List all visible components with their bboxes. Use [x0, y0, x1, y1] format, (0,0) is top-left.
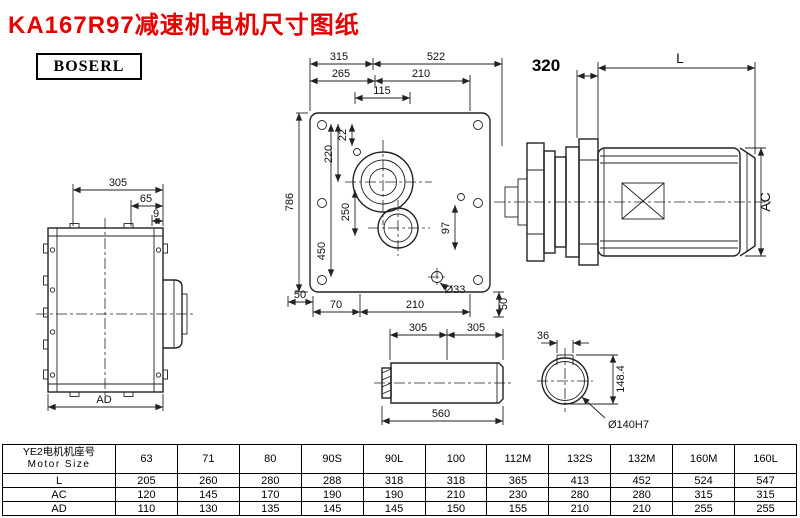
dim-305-a: 305 — [409, 322, 427, 334]
dim-65: 65 — [140, 193, 152, 205]
table-cell: 132S — [548, 444, 612, 474]
table-corner-cn: YE2电机机座号 — [22, 446, 96, 459]
table-cell: 413 — [548, 473, 612, 488]
table-corner-cell: YE2电机机座号 Motor Size — [2, 444, 116, 474]
table-cell: 150 — [424, 501, 488, 516]
row-label: AC — [2, 487, 116, 502]
dim-210-bottom: 210 — [406, 299, 424, 311]
table-cell: 90S — [300, 444, 364, 474]
table-cell: 255 — [734, 501, 797, 516]
motor-size-table: YE2电机机座号 Motor Size 63 71 80 90S 90L 100… — [2, 444, 797, 516]
brand-logo: BOSERL — [36, 53, 142, 80]
table-header-row: YE2电机机座号 Motor Size 63 71 80 90S 90L 100… — [2, 444, 797, 474]
table-cell: 190 — [300, 487, 364, 502]
dim-50-left: 50 — [294, 289, 306, 301]
dim-522: 522 — [427, 51, 445, 63]
row-label: AD — [2, 501, 116, 516]
table-cell: 255 — [672, 501, 736, 516]
table-row-AD: AD 110 130 135 145 145 150 155 210 210 2… — [2, 501, 797, 516]
table-cell: 210 — [610, 501, 674, 516]
dim-50-right: 50 — [498, 298, 510, 310]
dim-AD: AD — [96, 394, 111, 406]
table-cell: 210 — [548, 501, 612, 516]
dim-AC: AC — [757, 192, 773, 211]
dim-9: 9 — [153, 208, 159, 220]
table-row-L: L 205 260 280 288 318 318 365 413 452 52… — [2, 473, 797, 488]
table-cell: 145 — [300, 501, 364, 516]
table-cell: 315 — [672, 487, 736, 502]
dim-220: 220 — [323, 145, 335, 163]
shaft-view: 305 305 560 — [374, 322, 512, 425]
table-cell: 63 — [115, 444, 178, 474]
table-cell: 130 — [176, 501, 240, 516]
dim-305-b: 305 — [467, 322, 485, 334]
table-cell: 280 — [548, 487, 612, 502]
table-cell: 170 — [238, 487, 302, 502]
dim-450: 450 — [316, 242, 328, 260]
table-cell: 315 — [734, 487, 797, 502]
table-cell: 280 — [610, 487, 674, 502]
table-cell: 132M — [610, 444, 674, 474]
page-title: KA167R97减速机电机尺寸图纸 — [8, 12, 360, 39]
table-corner-en: Motor Size — [27, 459, 91, 471]
dim-320: 320 — [532, 56, 560, 75]
gearbox-front-view: 315 522 265 210 115 786 22 220 250 — [284, 51, 510, 318]
dim-315: 315 — [330, 51, 348, 63]
dim-210-top: 210 — [412, 68, 430, 80]
dim-148-4: 148.4 — [615, 365, 627, 393]
table-cell: 120 — [115, 487, 178, 502]
table-cell: 155 — [486, 501, 550, 516]
table-cell: 288 — [300, 473, 364, 488]
dim-115: 115 — [373, 85, 391, 97]
dim-786: 786 — [284, 193, 296, 211]
table-cell: 205 — [115, 473, 178, 488]
table-cell: 280 — [238, 473, 302, 488]
table-cell: 80 — [238, 444, 302, 474]
motor-assembly-view: L 320 AC — [494, 50, 773, 266]
table-cell: 318 — [424, 473, 488, 488]
table-cell: 100 — [424, 444, 488, 474]
dim-305-side: 305 — [109, 177, 127, 189]
technical-drawing: 305 65 9 AD — [36, 50, 773, 431]
table-cell: 524 — [672, 473, 736, 488]
table-cell: 71 — [176, 444, 240, 474]
table-cell: 190 — [362, 487, 426, 502]
table-cell: 210 — [424, 487, 488, 502]
dim-d33: Ø33 — [445, 284, 466, 296]
table-cell: 365 — [486, 473, 550, 488]
table-cell: 135 — [238, 501, 302, 516]
dim-d140H7: Ø140H7 — [608, 419, 649, 431]
table-cell: 318 — [362, 473, 426, 488]
table-cell: 112M — [486, 444, 550, 474]
table-cell: 230 — [486, 487, 550, 502]
table-row-AC: AC 120 145 170 190 190 210 230 280 280 3… — [2, 487, 797, 502]
table-cell: 547 — [734, 473, 797, 488]
table-cell: 160M — [672, 444, 736, 474]
dim-97: 97 — [440, 222, 452, 234]
dim-22: 22 — [337, 129, 349, 141]
bore-section-view: 36 148.4 Ø140H7 — [537, 330, 649, 431]
table-cell: 90L — [362, 444, 426, 474]
dim-L: L — [676, 50, 684, 66]
table-cell: 160L — [734, 444, 797, 474]
table-cell: 260 — [176, 473, 240, 488]
table-cell: 145 — [362, 501, 426, 516]
table-cell: 145 — [176, 487, 240, 502]
dim-265: 265 — [332, 68, 350, 80]
dim-36: 36 — [537, 330, 549, 342]
dim-70: 70 — [330, 299, 342, 311]
gearbox-side-view: 305 65 9 AD — [36, 177, 196, 411]
dim-250: 250 — [340, 203, 352, 221]
dim-560: 560 — [432, 408, 450, 420]
table-cell: 110 — [115, 501, 178, 516]
row-label: L — [2, 473, 116, 488]
table-cell: 452 — [610, 473, 674, 488]
